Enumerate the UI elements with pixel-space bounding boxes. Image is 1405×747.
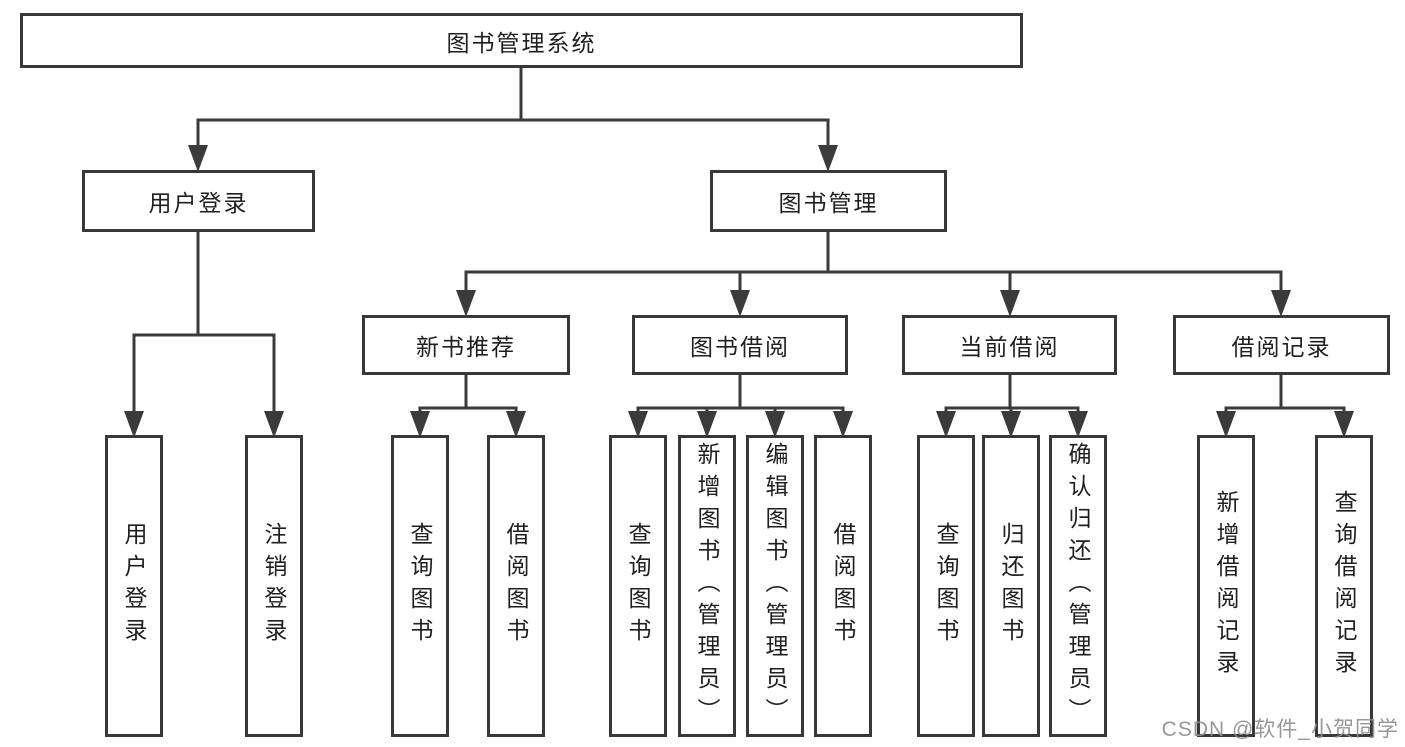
leaf-borrow-books-2: 借阅图书	[814, 435, 872, 737]
node-current-borrow: 当前借阅	[902, 315, 1117, 375]
leaf-logout: 注销登录	[245, 435, 303, 737]
leaf-edit-books-admin: 编辑图书（管理员）	[746, 435, 804, 737]
leaf-add-borrow-record: 新增借阅记录	[1197, 435, 1255, 737]
leaf-borrow-books-1: 借阅图书	[487, 435, 545, 737]
node-borrow-records: 借阅记录	[1173, 315, 1390, 375]
node-book-borrow: 图书借阅	[632, 315, 848, 375]
leaf-query-books-1: 查询图书	[391, 435, 449, 737]
leaf-user-login: 用户登录	[105, 435, 163, 737]
node-user-login-group: 用户登录	[82, 170, 315, 232]
leaf-query-borrow-record: 查询借阅记录	[1315, 435, 1373, 737]
leaf-query-books-2: 查询图书	[609, 435, 667, 737]
watermark: CSDN @软件_小贺同学	[1161, 718, 1399, 741]
leaf-return-books: 归还图书	[982, 435, 1040, 737]
node-library-system: 图书管理系统	[20, 13, 1023, 68]
node-new-book-recommend: 新书推荐	[362, 315, 570, 375]
leaf-confirm-return-admin: 确认归还（管理员）	[1049, 435, 1107, 737]
node-book-management: 图书管理	[710, 170, 947, 232]
leaf-query-books-3: 查询图书	[917, 435, 975, 737]
leaf-add-books-admin: 新增图书（管理员）	[678, 435, 736, 737]
